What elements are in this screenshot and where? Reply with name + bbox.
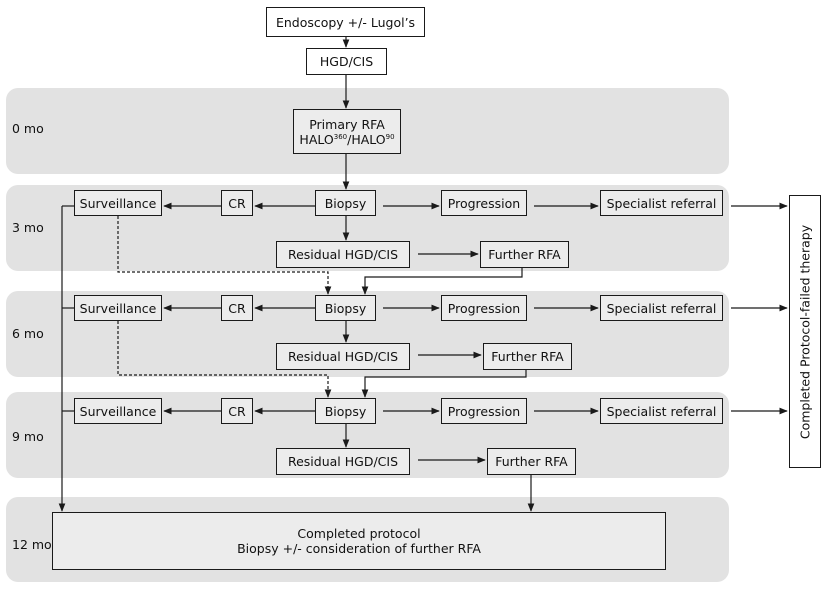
halo-label: HALO360/HALO90: [299, 132, 394, 147]
halo-360-sup: 360: [333, 132, 348, 141]
month-label-3: 3 mo: [12, 220, 44, 235]
completed-protocol-box: Completed protocol Biopsy +/- considerat…: [52, 512, 666, 570]
cr-box-3mo: CR: [221, 190, 253, 216]
arrow-surv3-biopsy6: [117, 216, 332, 295]
surveillance-box-3mo: Surveillance: [74, 190, 162, 216]
halo-90-sup: 90: [385, 132, 395, 141]
completed-protocol-label: Completed protocol: [297, 526, 421, 541]
surveillance-box-9mo: Surveillance: [74, 398, 162, 424]
primary-rfa-label: Primary RFA: [309, 116, 385, 132]
halo-90-text: /HALO: [347, 131, 386, 147]
surveillance-box-6mo: Surveillance: [74, 295, 162, 321]
hgd-cis-box: HGD/CIS: [306, 48, 387, 75]
further-rfa-box-6mo: Further RFA: [483, 343, 572, 370]
specialist-box-3mo: Specialist referral: [600, 190, 723, 216]
residual-box-3mo: Residual HGD/CIS: [276, 241, 410, 268]
residual-box-9mo: Residual HGD/CIS: [276, 448, 410, 475]
primary-rfa-box: Primary RFA HALO360/HALO90: [293, 109, 401, 154]
endoscopy-box: Endoscopy +/- Lugol’s: [266, 7, 425, 37]
specialist-box-6mo: Specialist referral: [600, 295, 723, 321]
biopsy-box-9mo: Biopsy: [315, 398, 376, 424]
failed-therapy-box: Completed Protocol-failed therapy: [789, 195, 821, 468]
cr-box-9mo: CR: [221, 398, 253, 424]
progression-box-3mo: Progression: [441, 190, 527, 216]
month-label-9: 9 mo: [12, 429, 44, 444]
arrow-surv6-biopsy9: [117, 321, 332, 398]
month-label-12: 12 mo: [12, 537, 52, 552]
month-label-0: 0 mo: [12, 121, 44, 136]
completed-protocol-detail: Biopsy +/- consideration of further RFA: [237, 541, 481, 556]
cr-box-6mo: CR: [221, 295, 253, 321]
biopsy-box-6mo: Biopsy: [315, 295, 376, 321]
biopsy-box-3mo: Biopsy: [315, 190, 376, 216]
progression-box-9mo: Progression: [441, 398, 527, 424]
progression-box-6mo: Progression: [441, 295, 527, 321]
arrow-further-biopsy9: [361, 370, 527, 398]
further-rfa-box-9mo: Further RFA: [487, 448, 576, 475]
specialist-box-9mo: Specialist referral: [600, 398, 723, 424]
further-rfa-box-3mo: Further RFA: [480, 241, 569, 268]
month-label-6: 6 mo: [12, 326, 44, 341]
halo-360-text: HALO: [299, 131, 334, 147]
arrow-further-biopsy6: [361, 268, 523, 295]
residual-box-6mo: Residual HGD/CIS: [276, 343, 410, 370]
